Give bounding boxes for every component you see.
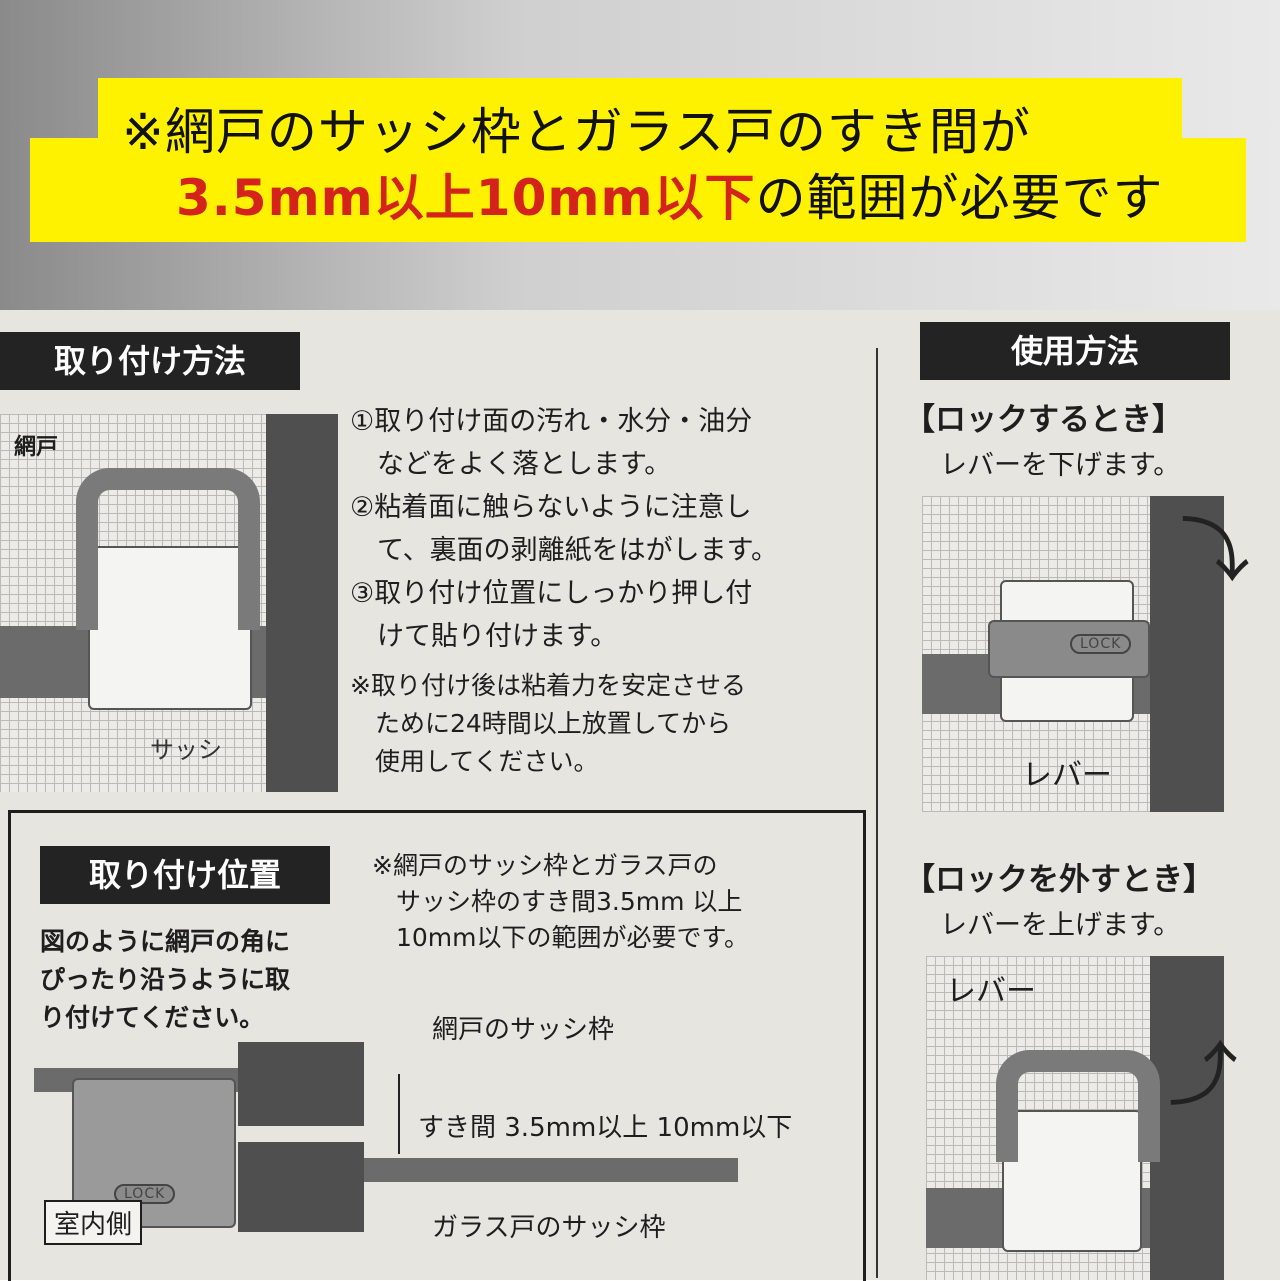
step-line-3: ②粘着面に触らないように注意し <box>350 492 752 523</box>
note-line-1: ※取り付け後は粘着力を安定させる <box>350 671 746 700</box>
step-line-1: ①取り付け面の汚れ・水分・油分 <box>350 406 753 437</box>
note-line-3: 使用してください。 <box>350 747 599 776</box>
position-desc-3: り付けてください。 <box>40 1003 265 1032</box>
position-heading: 取り付け位置 <box>40 846 330 904</box>
sash-vertical <box>266 414 338 792</box>
banner-red-text: 3.5mm以上10mm以下 <box>176 169 756 227</box>
banner-line-1: ※網戸のサッシ枠とガラス戸のすき間が <box>122 103 1031 161</box>
unlock-desc: レバーを上げます。 <box>940 910 1181 941</box>
glass-frame-rail <box>364 1158 738 1182</box>
usage-heading: 使用方法 <box>920 322 1230 380</box>
lock-figure-sash-vertical <box>1150 496 1224 812</box>
banner-line-2: 3.5mm以上10mm以下の範囲が必要です <box>176 158 1164 230</box>
gap-dimension-line <box>398 1074 400 1154</box>
label-gap: すき間 3.5mm以上 10mm以下 <box>418 1113 793 1143</box>
note-line-2: ために24時間以上放置してから <box>350 709 732 738</box>
installation-heading: 取り付け方法 <box>0 332 300 390</box>
position-callout-box <box>8 810 866 1281</box>
lock-figure-lock-label: LOCK <box>1070 634 1132 654</box>
position-lock-label: LOCK <box>114 1184 176 1204</box>
column-divider <box>876 348 878 1278</box>
arrow-down-icon: ⤵ <box>1180 510 1250 592</box>
position-note-1: ※網戸のサッシ枠とガラス戸の <box>372 851 718 880</box>
lock-figure-lever-label: レバー <box>1022 758 1112 793</box>
lock-title: 【ロックするとき】 <box>904 402 1183 438</box>
lock-figure-lever-down <box>988 620 1150 678</box>
label-screen-frame: 網戸のサッシ枠 <box>432 1015 615 1045</box>
step-line-5: ③取り付け位置にしっかり押し付 <box>350 578 753 609</box>
label-sash: サッシ <box>150 736 222 764</box>
step-line-2: などをよく落とします。 <box>350 449 672 480</box>
step-line-6: けて貼り付けます。 <box>350 621 618 652</box>
lever-handle <box>76 468 260 630</box>
unlock-figure-sash-vertical <box>1150 956 1224 1280</box>
lock-desc: レバーを下げます。 <box>940 450 1181 481</box>
label-glass-frame: ガラス戸のサッシ枠 <box>432 1213 666 1243</box>
instruction-sheet: 取り付け方法 網戸 サッシ ①取り付け面の汚れ・水分・油分 などをよく落とします… <box>0 310 1280 1281</box>
unlock-title: 【ロックを外すとき】 <box>904 862 1214 898</box>
position-note-2: サッシ枠のすき間3.5mm 以上 <box>396 887 743 916</box>
unlock-figure-lever-label: レバー <box>946 974 1036 1009</box>
banner-highlight-front <box>98 78 1182 168</box>
position-desc-2: ぴったり沿うように取 <box>40 965 291 994</box>
label-indoor-side: 室内側 <box>44 1200 143 1245</box>
position-note-3: 10mm以下の範囲が必要です。 <box>396 923 750 952</box>
banner-rest-text: の範囲が必要です <box>755 169 1164 227</box>
arrow-up-icon: ⤴ <box>1168 1034 1238 1116</box>
unlock-figure-lever-up <box>996 1050 1160 1162</box>
screen-frame-block <box>238 1042 364 1126</box>
label-screen: 網戸 <box>14 435 59 460</box>
glass-frame-block <box>238 1142 364 1232</box>
step-line-4: て、裏面の剥離紙をはがします。 <box>350 535 778 566</box>
position-desc-1: 図のように網戸の角に <box>40 927 291 956</box>
